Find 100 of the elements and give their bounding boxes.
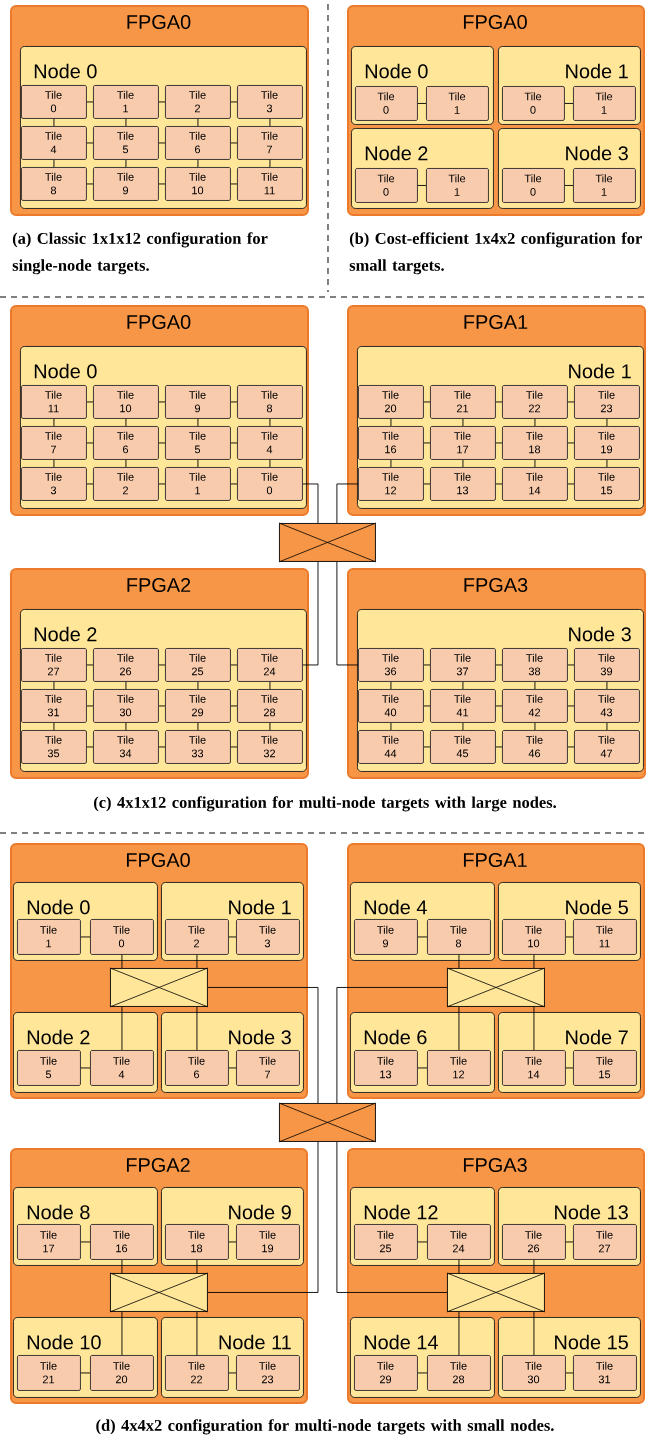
tile-box: Tile 7 [237,126,303,160]
connector-line [196,1259,198,1274]
connector-line [458,1006,460,1051]
connector-line [336,483,359,524]
connector-line [565,1067,574,1069]
tile-box: Tile 23 [236,1355,300,1391]
connector-line [207,987,319,1104]
connector-line [53,681,55,690]
tile-box: Tile 8 [427,919,491,955]
tile-box: Tile 35 [21,730,87,764]
connector-line [462,722,464,731]
connector-line [606,459,608,468]
tile-box: Tile 27 [21,648,87,682]
connector-line [86,746,94,748]
tile-box: Tile 27 [573,1224,637,1260]
tile-box: Tile 32 [237,730,303,764]
connector-line [196,954,198,969]
tile-box: Tile 1 [426,168,489,203]
connector-line [80,1372,91,1374]
connector-line [197,459,199,468]
tile-box: Tile 6 [165,126,231,160]
tile-box: Tile 7 [21,426,87,460]
connector-line [269,118,271,127]
connector-line [564,185,574,186]
tile-box: Tile 7 [236,1050,300,1086]
connector-line [53,159,55,168]
tile-box: Tile 8 [21,167,87,201]
tile-box: Tile 39 [574,648,640,682]
connector-line [121,1311,123,1356]
tile-box: Tile 28 [427,1355,491,1391]
tile-box: Tile 11 [21,385,87,419]
tile-box: Tile 0 [355,86,418,121]
connector-line [230,401,238,403]
connector-line [80,1241,91,1243]
tile-box: Tile 13 [430,467,496,501]
crossbar-switch [446,1272,546,1313]
connector-line [533,1006,535,1051]
connector-line [230,705,238,707]
connector-line [533,1259,535,1274]
connector-line [230,746,238,748]
tile-box: Tile 44 [358,730,424,764]
connector-line [197,159,199,168]
connector-line [390,681,392,690]
tile-box: Tile 15 [574,467,640,501]
connector-line [197,118,199,127]
connector-line [196,1006,198,1051]
connector-line [390,418,392,427]
tile-box: Tile 10 [93,385,159,419]
connector-line [336,561,359,666]
tile-box: Tile 42 [502,689,568,723]
tile-box: Tile 22 [502,385,568,419]
tile-box: Tile 6 [165,1050,229,1086]
tile-box: Tile 37 [430,648,496,682]
tile-box: Tile 1 [573,168,636,203]
connector-line [53,459,55,468]
connector-line [269,159,271,168]
tile-box: Tile 17 [430,426,496,460]
tile-box: Tile 3 [237,85,303,119]
connector-line [86,401,94,403]
tile-box: Tile 19 [236,1224,300,1260]
tile-box: Tile 2 [165,85,231,119]
tile-box: Tile 43 [574,689,640,723]
connector-line [458,1259,460,1274]
connector-line [567,664,575,666]
connector-line [495,483,503,485]
tile-box: Tile 1 [17,919,81,955]
tile-box: Tile 12 [358,467,424,501]
connector-line [121,954,123,969]
connector-line [125,418,127,427]
connector-line [230,483,238,485]
tile-box: Tile 41 [430,689,496,723]
tile-box: Tile 0 [502,86,565,121]
connector-line [158,401,166,403]
connector-line [417,1241,428,1243]
tile-box: Tile 4 [237,426,303,460]
tile-box: Tile 15 [573,1050,637,1086]
connector-line [565,1241,574,1243]
tile-box: Tile 21 [17,1355,81,1391]
connector-line [462,681,464,690]
connector-line [417,936,428,938]
connector-line [228,1241,237,1243]
crossbar-switch [278,522,377,563]
connector-line [158,705,166,707]
tile-box: Tile 4 [21,126,87,160]
connector-line [606,722,608,731]
connector-line [86,705,94,707]
tile-box: Tile 29 [354,1355,418,1391]
connector-line [207,1141,319,1293]
tile-box: Tile 4 [90,1050,154,1086]
tile-box: Tile 0 [90,919,154,955]
connector-line [228,1067,237,1069]
connector-line [86,483,94,485]
connector-line [53,118,55,127]
tile-box: Tile 14 [502,1050,566,1086]
tile-box: Tile 9 [354,919,418,955]
connector-line [53,722,55,731]
connector-line [125,681,127,690]
connector-line [53,418,55,427]
connector-line [158,183,166,185]
connector-line [197,722,199,731]
